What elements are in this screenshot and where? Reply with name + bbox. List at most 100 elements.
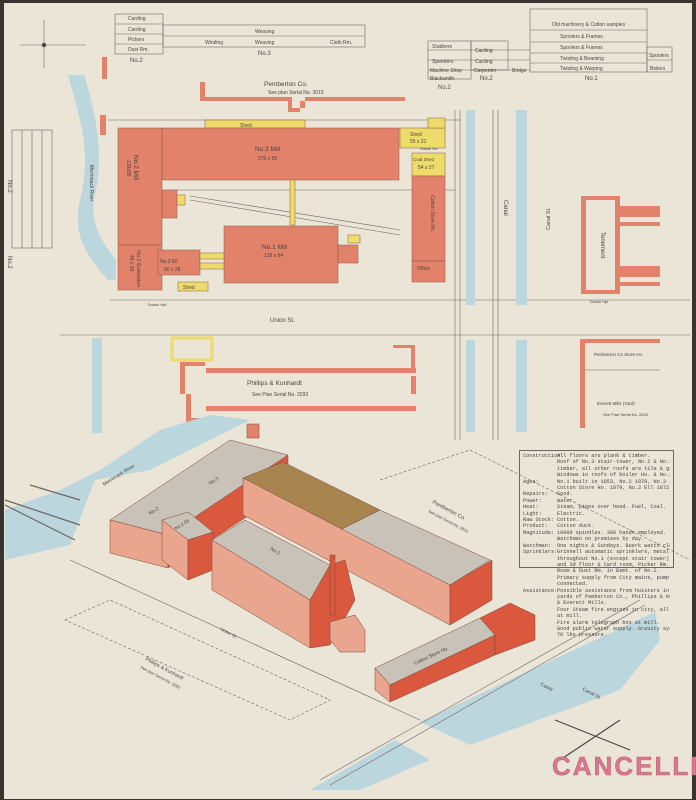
legend-line: Heat:Steam, pipes over head. Fuel, Coal. <box>523 504 670 510</box>
no2-ell-plan <box>157 249 201 276</box>
legend-line: and 3d floor & Card room, Picker Rm., Dr… <box>523 562 670 568</box>
elev-label: Bridge <box>512 68 527 74</box>
legend-line: timber, all other roofs are tile & grave… <box>523 466 670 472</box>
label-phillips-ref: See Plan Serial No. 3293 <box>252 392 308 398</box>
legend-text: Cotton duck. <box>557 523 595 530</box>
elev-label: Boilers <box>650 66 666 72</box>
legend-text: No.1 built in 1853, No.2 1878, No.3 1880… <box>557 478 670 485</box>
river-plan-lower <box>92 338 102 433</box>
legend-line: Four Steam fire engines in city, all ans… <box>523 607 670 613</box>
legend-key: Sprinklers: <box>523 549 558 556</box>
legend-text: Four Steam fire engines in city, all ans… <box>557 606 670 613</box>
shed-bottom <box>177 281 209 292</box>
label-no1-mill: No.1 Mill <box>262 244 288 251</box>
label-phillips: Phillips & Kunhardt <box>247 380 302 387</box>
elev-label: Twisting & Beaming <box>560 56 604 62</box>
label-cotton-store: Cotton Store Ho. <box>429 195 435 232</box>
legend-text: Cotton. <box>557 517 579 524</box>
elev-label: Cloth Rm. <box>330 40 352 46</box>
legend-text: 10000 spindles. 300 hands employed. <box>557 529 666 536</box>
river-plan <box>68 75 116 280</box>
iso-label-no3: No.3 <box>208 476 220 487</box>
label-pemberton-store: Pemberton Co Store Ho. <box>594 352 643 357</box>
label-union-st: Union St. <box>270 318 295 324</box>
elev-title: No.3 <box>258 51 271 57</box>
label-no2-size: 139x55 <box>125 160 131 177</box>
legend-line: Fire alarm telegraph box at mill. <box>523 620 670 626</box>
legend-line: Light:Electric. <box>523 511 670 517</box>
elev-label: Machine Shop <box>430 68 462 74</box>
label-everett: Everett Mills (Yard) <box>597 401 635 406</box>
no3-mill-plan <box>161 127 400 181</box>
label-no2-extension: No.2 Extension <box>135 250 141 287</box>
label-hydrant: Double Hyd <box>590 300 608 304</box>
legend-text: Good public water supply. Gravity system <box>557 625 670 632</box>
legend-text: Water. <box>557 497 576 504</box>
canal-iso-lower <box>310 740 430 790</box>
elev-label: Twisting & Warping <box>560 66 603 72</box>
label-shed-right-size: 55 x 21 <box>410 139 427 145</box>
elevation-no3 <box>114 13 366 55</box>
label-pemberton: Pemberton Co. <box>264 81 308 88</box>
legend-text: throughout No.1 (except stair tower), No… <box>557 555 670 562</box>
legend-text: Primary supply from City mains, pump als… <box>557 574 670 581</box>
elev-label: Spoolers & Frames <box>560 45 603 51</box>
map-drawing: Carding Carding Pickers Dust Rm. No.2 We… <box>4 8 691 790</box>
label-no1-size: 128 x 64 <box>264 253 283 259</box>
legend-line: Sprinklers:Grinnell automatic sprinklers… <box>523 549 670 555</box>
label-no2-mill: No.2 Mill <box>132 155 139 181</box>
elev-label: Carpenter <box>474 68 497 74</box>
legend-key: Ages: <box>523 478 539 485</box>
legend-line: at mill. <box>523 613 670 619</box>
elev-label: Carding <box>475 48 493 54</box>
label-waste-ho: Waste Ho. <box>420 146 439 151</box>
legend-text: Room & Dust Rm. in Bsmt. of No.2. <box>557 568 660 575</box>
legend-text: connected. <box>557 581 589 588</box>
legend-line: Cotton Store Ho. 1879, No.2 Ell 1872. <box>523 485 670 491</box>
label-hydrant: Double Hyd <box>148 303 166 307</box>
office-plan <box>411 260 446 283</box>
legend-line: yards of Pemberton Co., Phillips & Kunha… <box>523 594 670 600</box>
elevation-side <box>11 129 53 249</box>
legend-text: timber, all other roofs are tile & grave… <box>557 465 670 472</box>
elev-title: No.1 <box>585 76 598 82</box>
elev-title: No.2 <box>6 180 12 193</box>
legend-line: Raw Stock:Cotton. <box>523 517 670 523</box>
shed-top <box>204 119 306 129</box>
legend-key: Construction: <box>523 453 564 459</box>
elev-label: Blacksmith <box>430 76 454 82</box>
label-no3-mill: No.3 Mill <box>255 146 281 153</box>
label-coal-shed-size: 54 x 27 <box>418 165 435 171</box>
legend-line: Watchman:One nights & Sundays. Buerk wat… <box>523 543 670 549</box>
elevation-no1-no2 <box>427 8 673 80</box>
legend-text: Watchman on premises by day. <box>557 536 645 543</box>
label-everett-ref: See Plan Serial No. 2833 <box>603 412 649 417</box>
legend-line: Good public water supply. Gravity system <box>523 626 670 632</box>
label-river: Merrimack River <box>88 165 94 202</box>
legend-line: 70 lbs pressure. <box>523 632 670 638</box>
legend-text: Fire alarm telegraph box at mill. <box>557 619 660 626</box>
elev-title: No.2 <box>130 58 143 64</box>
legend-text: 70 lbs pressure. <box>557 632 607 639</box>
label-canal-st: Canal St. <box>546 207 552 230</box>
legend-text: Possible assistance from hoisters in <box>557 587 670 594</box>
legend-line: & Everett Mills. <box>523 600 670 606</box>
canal-iso <box>420 612 660 745</box>
legend-key: Repairs: <box>523 491 548 498</box>
legend-line: Power: Water. <box>523 498 670 504</box>
legend-key: Magnitude: <box>523 529 555 536</box>
insurance-map-sheet: Carding Carding Pickers Dust Rm. No.2 We… <box>4 3 696 799</box>
elev-label: Speeders <box>432 59 454 65</box>
legend-line: Windows in roofs of boiler Ho. & No.2 El… <box>523 472 670 478</box>
legend-key: Product: <box>523 523 548 530</box>
legend-key: Power: <box>523 497 542 504</box>
bridge-iso <box>4 484 81 541</box>
river-iso <box>5 415 250 560</box>
elev-label: Carding <box>128 27 146 33</box>
shed-right-plan <box>399 127 446 149</box>
elev-title: No.2 <box>6 256 12 269</box>
legend-key: Watchman: <box>523 542 552 549</box>
compass-rose-icon <box>554 719 631 761</box>
label-shed-bottom: Shed <box>183 285 195 291</box>
elev-title: No.2 <box>438 85 451 91</box>
